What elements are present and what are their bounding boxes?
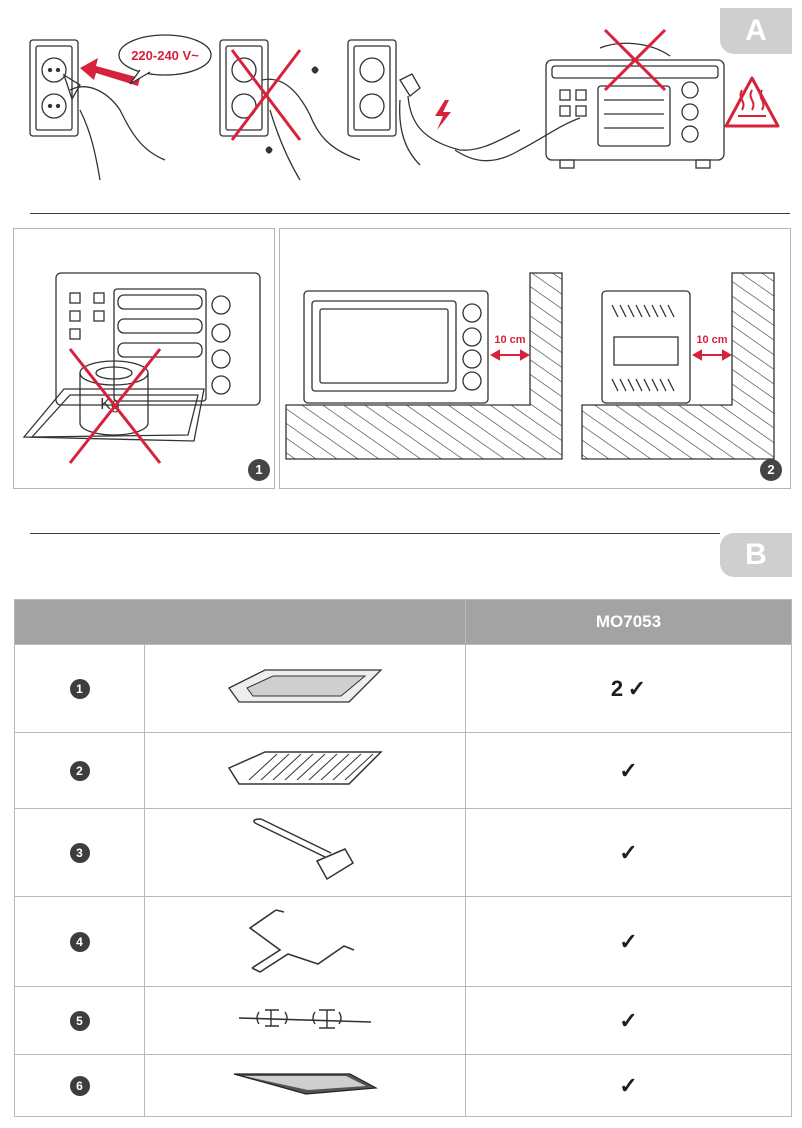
oven-door-weight-illustration: Kg — [22, 272, 261, 464]
table-row: 3 ✓ — [14, 808, 792, 897]
table-row: 2 ✓ — [14, 732, 792, 809]
check-icon: ✓ — [619, 1072, 638, 1098]
safety-illustrations: 220-240 V~ — [29, 28, 780, 181]
section-b-tab-label: B — [745, 538, 767, 571]
left-clearance-arrow — [489, 349, 531, 361]
section-b-divider — [30, 533, 720, 534]
baking-tray-icon — [228, 669, 383, 703]
section-a-tab-label: A — [745, 14, 767, 47]
row-number: 6 — [69, 1075, 90, 1096]
panel-no-weight-on-door: Kg 1 — [13, 228, 275, 489]
accessories-table: MO7053 1 2 ✓ 2 ✓ 3 — [14, 599, 792, 1117]
panel-1-number: 1 — [248, 459, 270, 481]
lightning-icon — [435, 100, 451, 130]
panel-wall-clearance: 10 cm 10 cm 2 — [279, 228, 791, 489]
row-number: 2 — [69, 760, 90, 781]
weight-label: Kg — [100, 396, 120, 413]
hot-surface-warning-icon — [724, 76, 780, 128]
crumb-tray-icon — [233, 1073, 379, 1095]
rotisserie-spit-icon — [238, 1009, 372, 1029]
arrow-into-outlet — [80, 58, 140, 86]
rack-handle-icon — [253, 818, 355, 881]
row-number: 4 — [69, 931, 90, 952]
header-model: MO7053 — [465, 599, 792, 645]
check-icon: ✓ — [619, 757, 638, 783]
row-number: 3 — [69, 842, 90, 863]
check-icon: ✓ — [619, 1007, 638, 1033]
wire-rack-icon — [227, 751, 383, 785]
check-icon: ✓ — [619, 928, 638, 954]
table-row: 4 ✓ — [14, 896, 792, 987]
left-distance-label: 10 cm — [494, 334, 525, 346]
section-a-divider — [30, 213, 790, 214]
plug-in-outlet-illustration — [29, 39, 166, 181]
pull-cord-illustration — [347, 39, 581, 166]
row-quantity: 2 — [610, 675, 624, 701]
check-icon: ✓ — [619, 839, 638, 865]
panel-2-number: 2 — [760, 459, 782, 481]
right-clearance-arrow — [691, 349, 733, 361]
table-row: 5 ✓ — [14, 986, 792, 1055]
wall-clearance-illustration: 10 cm 10 cm — [285, 272, 775, 460]
section-b-tab: B — [720, 533, 792, 577]
rotisserie-fork-holder-icon — [248, 909, 355, 973]
row-number: 5 — [69, 1010, 90, 1031]
section-a-tab: A — [720, 8, 792, 54]
row-number: 1 — [69, 678, 90, 699]
header-empty-cell — [14, 599, 466, 645]
table-row: 6 ✓ — [14, 1054, 792, 1117]
voltage-label: 220-240 V~ — [131, 48, 199, 63]
check-icon: ✓ — [627, 675, 647, 701]
accessories-table-header: MO7053 — [14, 599, 792, 645]
table-row: 1 2 ✓ — [14, 644, 792, 733]
right-distance-label: 10 cm — [696, 334, 727, 346]
